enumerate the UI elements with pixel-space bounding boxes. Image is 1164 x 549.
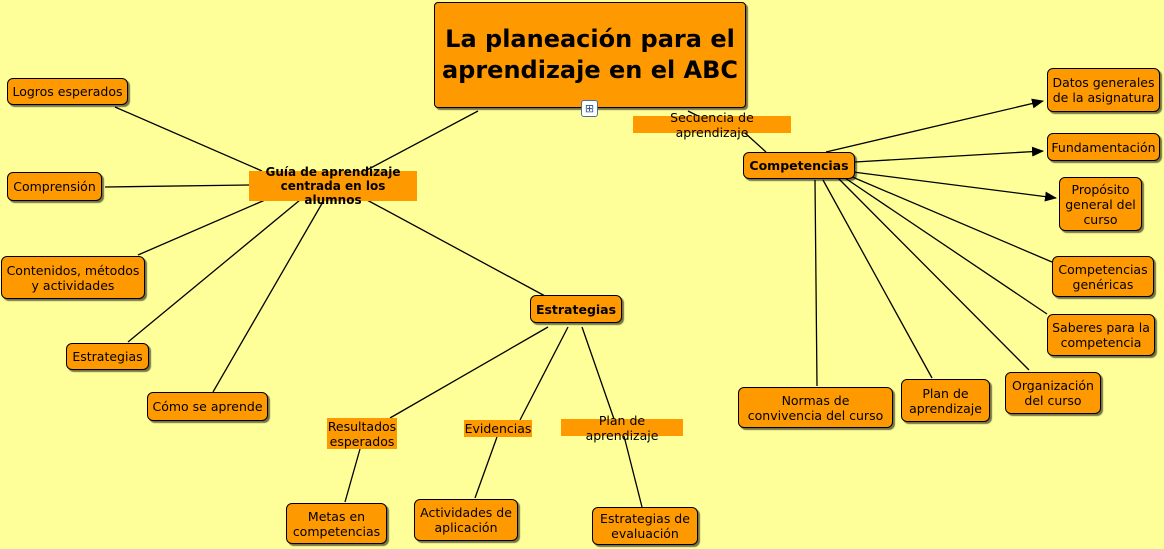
link-guia-estrategias-left — [127, 199, 301, 343]
node-text: Competencias — [749, 158, 849, 173]
link-secuencia-competencias — [744, 132, 767, 153]
node-fundamentacion[interactable]: Fundamentación — [1047, 133, 1160, 161]
node-text: Estrategias — [535, 301, 617, 317]
node-saberes-para-la-competencia[interactable]: Saberes para la competencia — [1047, 314, 1155, 356]
node-text: Normas de convivencia del curso — [747, 392, 884, 423]
label-plan-de-aprendizaje[interactable]: Plan de aprendizaje — [561, 413, 683, 443]
node-contenidos-metodos-actividades[interactable]: Contenidos, métodos y actividades — [1, 256, 145, 299]
node-text: Guía de aprendizaje centrada en los alum… — [265, 165, 401, 207]
node-competencias[interactable]: Competencias — [743, 152, 855, 179]
node-competencias-genericas[interactable]: Competencias genéricas — [1052, 256, 1154, 297]
node-logros-esperados[interactable]: Logros esperados — [7, 78, 128, 105]
node-text: Comprensión — [13, 179, 96, 194]
node-guia-de-aprendizaje[interactable]: Guía de aprendizaje centrada en los alum… — [249, 165, 417, 207]
node-estrategias[interactable]: Estrategias — [530, 295, 622, 323]
node-text: Cómo se aprende — [152, 399, 263, 414]
node-organizacion-del-curso[interactable]: Organización del curso — [1005, 372, 1101, 414]
node-text: Propósito general del curso — [1065, 181, 1136, 227]
node-comprension[interactable]: Comprensión — [7, 172, 102, 201]
link-guia-comprension — [104, 184, 250, 188]
node-text: Competencias genéricas — [1058, 261, 1148, 292]
node-text: Plan de aprendizaje — [909, 385, 982, 416]
node-text: Estrategias de evaluación — [600, 511, 690, 541]
node-text: Metas en competencias — [292, 508, 381, 539]
label-text: Evidencias — [464, 421, 532, 436]
node-proposito-general[interactable]: Propósito general del curso — [1059, 177, 1142, 231]
link-guia-estrategias — [366, 199, 546, 297]
label-text: Resultados esperados — [327, 418, 397, 449]
node-metas-en-competencias[interactable]: Metas en competencias — [286, 503, 387, 544]
link-comp-normas — [814, 179, 818, 387]
node-text: Datos generales de la asignatura — [1052, 75, 1155, 105]
link-plan-eval — [623, 435, 643, 508]
link-estrategias-plan — [581, 326, 615, 420]
link-comp-datos — [825, 98, 1044, 153]
label-text: Plan de aprendizaje — [585, 412, 659, 443]
link-guia-contenidos — [137, 199, 266, 256]
link-comp-saberes — [844, 177, 1048, 315]
node-text: Fundamentación — [1051, 139, 1156, 155]
label-text: Secuencia de aprendizaje — [670, 109, 754, 140]
link-comp-organizacion — [837, 177, 1030, 371]
label-resultados-esperados[interactable]: Resultados esperados — [327, 418, 397, 449]
node-datos-generales[interactable]: Datos generales de la asignatura — [1047, 68, 1160, 112]
link-comp-proposito — [852, 171, 1057, 202]
link-estrategias-resultados — [389, 326, 549, 419]
node-text: Saberes para la competencia — [1052, 320, 1150, 350]
link-comp-fundamentacion — [854, 146, 1044, 163]
node-text: Organización del curso — [1012, 378, 1094, 408]
node-text: Actividades de aplicación — [420, 505, 512, 535]
link-guia-logros — [114, 106, 263, 172]
link-guia-como — [212, 199, 325, 393]
node-estrategias-left[interactable]: Estrategias — [66, 343, 149, 370]
node-text: Contenidos, métodos y actividades — [6, 262, 140, 293]
link-evidencias-actividades — [474, 436, 498, 499]
node-normas-de-convivencia[interactable]: Normas de convivencia del curso — [738, 387, 893, 428]
link-comp-plan — [822, 179, 933, 379]
node-text: Estrategias — [72, 349, 143, 364]
node-text: Logros esperados — [12, 84, 123, 99]
label-secuencia-de-aprendizaje[interactable]: Secuencia de aprendizaje — [633, 110, 791, 140]
node-como-se-aprende[interactable]: Cómo se aprende — [147, 392, 268, 421]
sitemap-icon[interactable]: ⊞ — [581, 100, 598, 117]
root-topic[interactable]: La planeación para el aprendizaje en el … — [434, 2, 746, 108]
node-plan-de-aprendizaje[interactable]: Plan de aprendizaje — [901, 379, 990, 422]
link-root-guia — [364, 110, 479, 172]
node-actividades-de-aplicacion[interactable]: Actividades de aplicación — [414, 499, 518, 541]
node-estrategias-de-evaluacion[interactable]: Estrategias de evaluación — [592, 507, 698, 545]
label-evidencias[interactable]: Evidencias — [464, 420, 532, 437]
link-comp-genericas — [849, 175, 1053, 263]
link-estrategias-evidencias — [519, 326, 569, 421]
link-resultados-metas — [344, 448, 361, 503]
root-topic-title: La planeación para el aprendizaje en el … — [441, 25, 739, 84]
